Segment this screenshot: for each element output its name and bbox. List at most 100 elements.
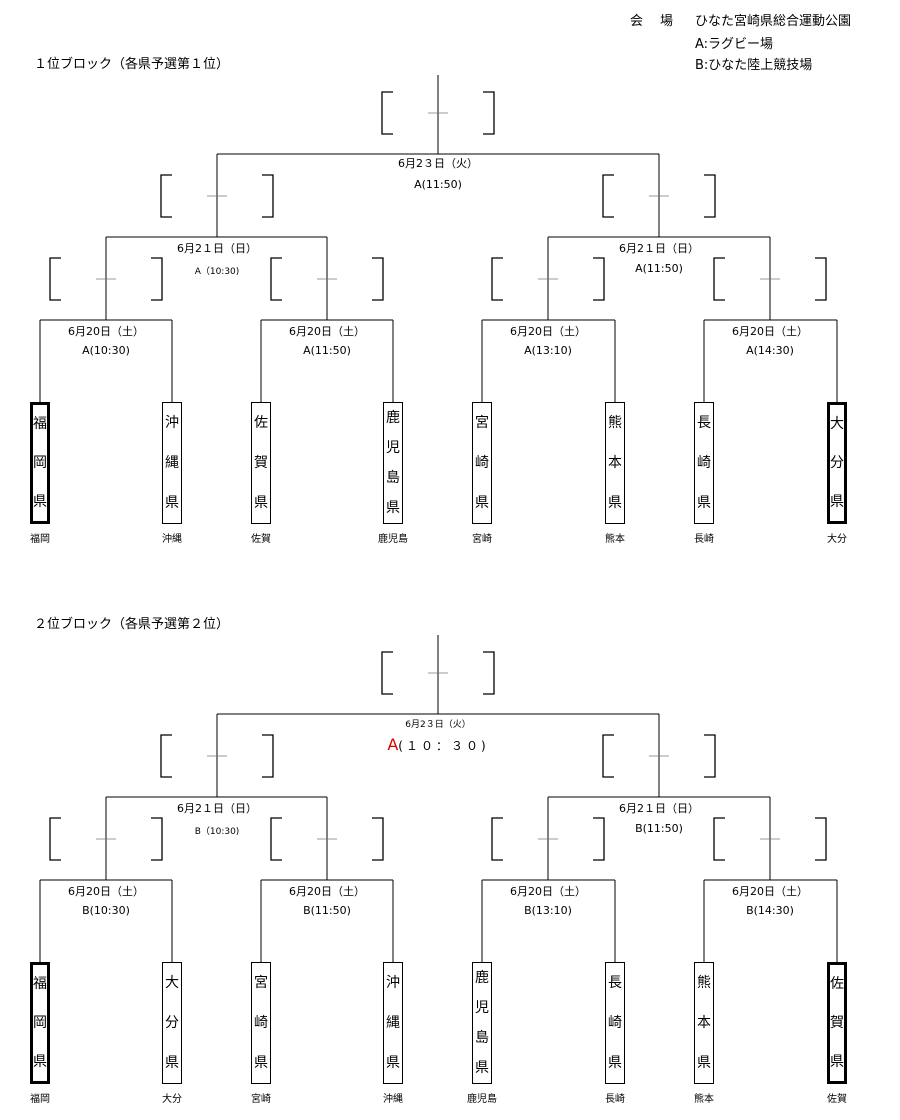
team-short-name: 宮崎 [251, 1094, 271, 1105]
bracket-lines [39, 635, 838, 962]
round1-score-brackets [270, 817, 384, 861]
round2-score-brackets [160, 734, 274, 778]
team-box: 沖縄県 [162, 402, 182, 524]
team-short-name: 大分 [827, 534, 847, 545]
team-short-name: 熊本 [605, 534, 625, 545]
team-name-char: 大 [830, 416, 844, 433]
team-short-name: 長崎 [605, 1094, 625, 1105]
team-name-char: 宮 [475, 415, 489, 431]
team-name-char: 児 [475, 1000, 489, 1016]
round2-date: 6月2１日（日） [177, 242, 257, 255]
round2-time: B（10:30) [194, 827, 240, 837]
team-name-char: 本 [608, 455, 622, 471]
venue-b: B:ひなた陸上競技場 [695, 58, 813, 73]
team-short-name: 沖縄 [383, 1094, 403, 1105]
team-box: 鹿児島県 [472, 962, 492, 1084]
team-name-char: 県 [386, 1055, 400, 1071]
round1-score-brackets [49, 257, 163, 301]
round1-date: 6月20日（土） [289, 885, 365, 898]
final-time: A(11:50) [414, 178, 462, 191]
team-name-char: 鹿 [386, 410, 400, 426]
team-short-name: 鹿児島 [378, 534, 408, 545]
round1-time: B(10:30) [82, 904, 130, 917]
team-box: 大分県 [162, 962, 182, 1084]
team-name-char: 長 [697, 415, 711, 431]
round1-time: A(11:50) [303, 344, 351, 357]
team-box: 長崎県 [605, 962, 625, 1084]
round1-time: A(13:10) [524, 344, 572, 357]
team-name-char: 大 [165, 975, 179, 991]
team-name-char: 沖 [386, 975, 400, 991]
bracket-block-first-place: １位ブロック（各県予選第１位） 6月2３日（火） A(11:50) 6月2１日（日） A… [30, 57, 847, 545]
team-short-name: 宮崎 [472, 534, 492, 545]
team-name-char: 崎 [254, 1015, 268, 1031]
round1-time: B(13:10) [524, 904, 572, 917]
venue-label: 会 場 [630, 14, 676, 29]
team-box: 宮崎県 [251, 962, 271, 1084]
team-name-char: 県 [165, 1055, 179, 1071]
block-title: ２位ブロック（各県予選第２位） [34, 617, 230, 632]
team-short-name: 鹿児島 [467, 1094, 497, 1105]
round2-date: 6月2１日（日） [619, 802, 699, 815]
team-name-char: 福 [33, 976, 47, 993]
team-name-char: 縄 [386, 1015, 400, 1031]
round1-date: 6月20日（土） [510, 885, 586, 898]
final-start-time: (１０：３０) [398, 739, 489, 753]
round1-time: B(14:30) [746, 904, 794, 917]
round1-date: 6月20日（土） [510, 325, 586, 338]
round1-score-brackets [491, 257, 605, 301]
final-score-brackets [381, 91, 495, 135]
team-name-char: 岡 [33, 1014, 47, 1031]
team-name-char: 県 [697, 495, 711, 511]
round2-time: A（10:30) [194, 267, 240, 277]
team-box: 沖縄県 [383, 962, 403, 1084]
round2-time: A(11:50) [635, 262, 683, 275]
round1-score-brackets [49, 817, 163, 861]
team-name-char: 県 [33, 1053, 47, 1070]
team-name-char: 崎 [608, 1015, 622, 1031]
round2-score-brackets [602, 174, 716, 218]
block-title: １位ブロック（各県予選第１位） [34, 57, 230, 72]
team-box: 熊本県 [605, 402, 625, 524]
team-name-char: 佐 [254, 415, 268, 431]
team-name-char: 岡 [33, 454, 47, 471]
team-name-char: 県 [475, 495, 489, 511]
team-name-char: 県 [33, 493, 47, 510]
team-short-name: 大分 [162, 1094, 182, 1105]
team-name-char: 島 [386, 470, 400, 486]
team-short-name: 福岡 [30, 534, 50, 545]
team-name-char: 賀 [254, 455, 268, 471]
team-name-char: 沖 [165, 415, 179, 431]
round1-date: 6月20日（土） [289, 325, 365, 338]
team-name-char: 佐 [830, 976, 844, 993]
team-name-char: 県 [386, 500, 400, 516]
team-short-name: 福岡 [30, 1094, 50, 1105]
team-box: 長崎県 [694, 402, 714, 524]
team-name-char: 長 [608, 975, 622, 991]
round1-date: 6月20日（土） [732, 885, 808, 898]
team-name-char: 県 [475, 1060, 489, 1076]
final-date: 6月2３日（火） [405, 720, 471, 730]
team-box: 熊本県 [694, 962, 714, 1084]
bracket-lines [39, 75, 838, 402]
team-box: 福岡県 [30, 962, 50, 1084]
team-box: 鹿児島県 [383, 402, 403, 524]
round1-date: 6月20日（土） [732, 325, 808, 338]
team-name-char: 県 [165, 495, 179, 511]
team-name-char: 熊 [697, 975, 711, 991]
team-name-char: 県 [254, 495, 268, 511]
team-name-char: 県 [697, 1055, 711, 1071]
round1-score-brackets [270, 257, 384, 301]
final-date: 6月2３日（火） [398, 157, 478, 170]
team-name-char: 県 [608, 1055, 622, 1071]
team-short-name: 長崎 [694, 534, 714, 545]
team-name-char: 福 [33, 416, 47, 433]
team-name-char: 鹿 [475, 970, 489, 986]
team-short-name: 佐賀 [827, 1094, 847, 1105]
round2-score-brackets [160, 174, 274, 218]
final-score-brackets [381, 651, 495, 695]
round2-date: 6月2１日（日） [619, 242, 699, 255]
venue-a: A:ラグビー場 [695, 37, 774, 52]
team-name-char: 崎 [475, 455, 489, 471]
team-name-char: 賀 [830, 1014, 844, 1031]
